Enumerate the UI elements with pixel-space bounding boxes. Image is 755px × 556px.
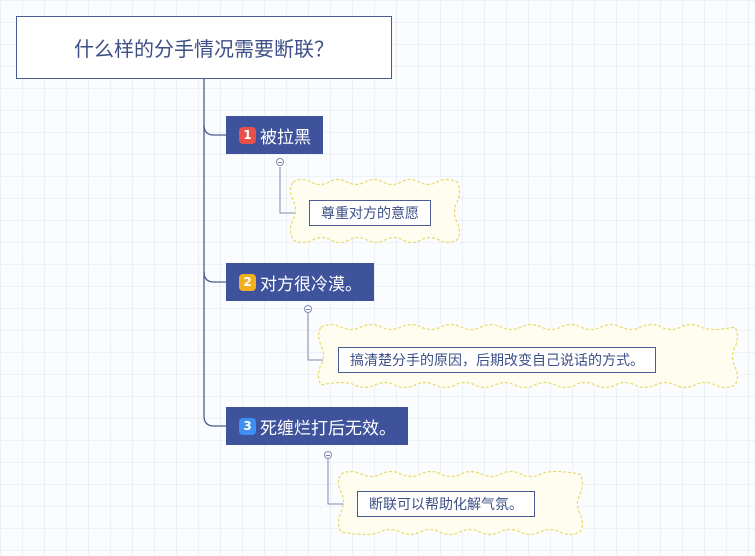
connector-branch-1 xyxy=(203,124,226,136)
sub-topic-3[interactable]: 断联可以帮助化解气氛。 xyxy=(357,491,535,517)
priority-3-icon: 3 xyxy=(239,417,256,435)
sub-topic-label: 断联可以帮助化解气氛。 xyxy=(369,497,523,513)
collapse-toggle-1-icon[interactable] xyxy=(276,158,284,166)
connector-branch-2 xyxy=(203,271,226,283)
sub-topic-label: 搞清楚分手的原因，后期改变自己说话的方式。 xyxy=(350,353,644,369)
priority-2-icon: 2 xyxy=(239,273,256,291)
priority-1-icon: 1 xyxy=(239,126,256,144)
main-topic-label: 被拉黑 xyxy=(260,127,311,148)
main-topic-2[interactable]: 2 对方很冷漠。 xyxy=(226,263,374,301)
main-topic-label: 对方很冷漠。 xyxy=(260,274,362,295)
collapse-toggle-2-icon[interactable] xyxy=(304,305,312,313)
trunk-line xyxy=(203,79,226,427)
connector-detail-3 xyxy=(327,459,357,505)
main-topic-label: 死缠烂打后无效。 xyxy=(260,418,396,439)
main-topic-1[interactable]: 1 被拉黑 xyxy=(226,116,323,154)
root-topic[interactable]: 什么样的分手情况需要断联？ xyxy=(16,16,392,79)
collapse-toggle-3-icon[interactable] xyxy=(324,451,332,459)
connector-detail-1 xyxy=(279,167,309,214)
connector-detail-2 xyxy=(307,313,338,361)
main-topic-3[interactable]: 3 死缠烂打后无效。 xyxy=(226,407,408,445)
sub-topic-label: 尊重对方的意愿 xyxy=(321,206,419,222)
root-topic-label: 什么样的分手情况需要断联？ xyxy=(74,37,334,61)
sub-topic-1[interactable]: 尊重对方的意愿 xyxy=(309,200,431,226)
sub-topic-2[interactable]: 搞清楚分手的原因，后期改变自己说话的方式。 xyxy=(338,347,656,373)
